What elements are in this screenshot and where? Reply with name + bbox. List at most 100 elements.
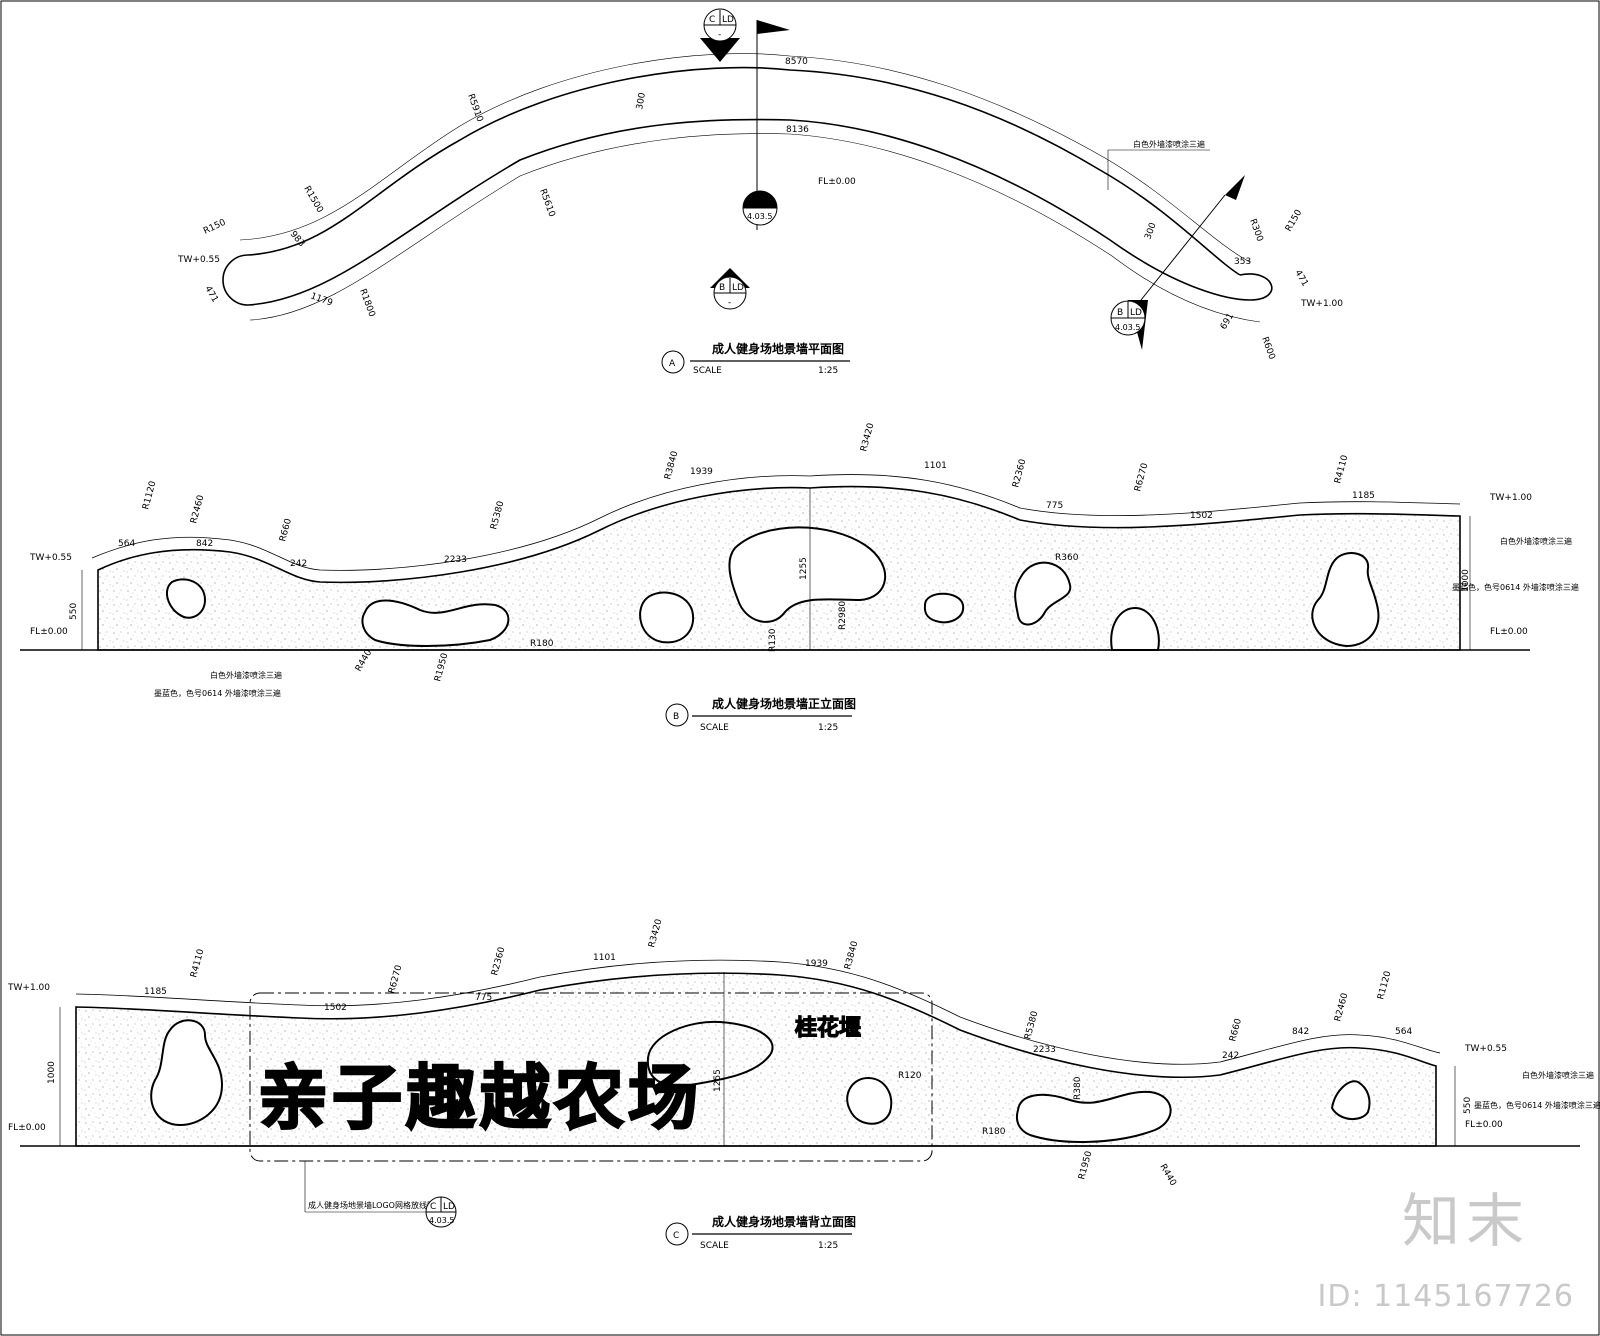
front-note-white: 白色外墙漆喷涂三遍: [1500, 536, 1572, 546]
front-level-tw100: TW+1.00: [1489, 493, 1532, 503]
front-scale-label: SCALE: [700, 723, 729, 733]
back-dim-1255: 1255: [713, 1069, 723, 1092]
plan-dim-353: 353: [1234, 257, 1251, 267]
plan-title: 成人健身场地景墙平面图: [712, 341, 844, 356]
plan-dim-r5910: R5910: [465, 93, 484, 124]
front-dim-r1120: R1120: [141, 480, 158, 511]
front-level-tw055: TW+0.55: [29, 553, 72, 563]
back-dim-r2460: R2460: [1333, 992, 1350, 1023]
back-dim-r660: R660: [1228, 1017, 1244, 1042]
front-dim-1255: 1255: [799, 557, 809, 580]
front-opening-3: [639, 591, 695, 644]
plan-level-tw055: TW+0.55: [177, 255, 220, 265]
back-logo-text: 亲子趣越农场: [258, 1057, 702, 1139]
back-dim-r1120: R1120: [1376, 970, 1393, 1001]
callout-b-sheet: LD: [732, 283, 744, 293]
front-dim-r2980: R2980: [838, 601, 848, 630]
back-logo-ref-letter: C: [430, 1202, 436, 1212]
plan-dim-471-left: 471: [202, 285, 219, 305]
front-opening-7: [1110, 606, 1160, 651]
callout-a-letter: A: [750, 198, 757, 208]
front-note-blue-right: 墨蓝色，色号0614 外墙漆喷涂三遍: [1452, 582, 1579, 592]
front-level-fl-right: FL±0.00: [1490, 627, 1528, 637]
back-scale: 1:25: [818, 1241, 838, 1251]
front-opening-6: [1014, 561, 1072, 626]
back-logo-ref: C LD 4.03.5: [425, 1196, 457, 1228]
front-note-white-left: 白色外墙漆喷涂三遍: [210, 670, 282, 680]
back-opening-1: [150, 1019, 224, 1127]
back-dim-1502: 1502: [324, 1003, 347, 1013]
callout-b-right: B LD 4.03.5: [1110, 300, 1148, 350]
front-note-blue-left: 墨蓝色，色号0614 外墙漆喷涂三遍: [154, 688, 281, 698]
back-opening-4: [1015, 1090, 1172, 1143]
front-dim-775: 775: [1046, 501, 1063, 511]
back-dim-564: 564: [1395, 1027, 1412, 1037]
plan-dim-8136: 8136: [786, 125, 809, 135]
front-dim-564: 564: [118, 539, 135, 549]
front-dim-r2360: R2360: [1011, 458, 1028, 489]
plan-dim-r1800: R1800: [357, 288, 376, 319]
back-logo-frame: [249, 992, 933, 1162]
front-level-fl-left: FL±0.00: [30, 627, 68, 637]
plan-title-marker-circle: [661, 350, 685, 374]
callout-c-top-letter: C: [709, 15, 715, 25]
plan-dim-300-top: 300: [635, 92, 648, 111]
front-height-1000: 1000: [1461, 569, 1471, 592]
front-dim-r5380: R5380: [489, 500, 506, 531]
plan-section-line-diagonal: [1124, 194, 1226, 321]
back-note-blue: 墨蓝色，色号0614 外墙漆喷涂三遍: [1474, 1100, 1600, 1110]
back-level-fl-left: FL±0.00: [8, 1123, 46, 1133]
front-dim-842: 842: [196, 539, 213, 549]
back-dim-1101: 1101: [593, 953, 616, 963]
front-elevation: 550 1000 TW+0.55 FL±0.00 TW+1.00 FL±0.00…: [20, 422, 1579, 733]
back-dim-r5380: R5380: [1023, 1010, 1040, 1041]
back-dim-1185: 1185: [144, 987, 167, 997]
back-title-marker: C: [673, 1231, 679, 1241]
plan-dim-1179: 1179: [309, 291, 334, 308]
plan-wall-inner-edge: [247, 118, 1251, 306]
front-dim-1502: 1502: [1190, 511, 1213, 521]
back-title: 成人健身场地景墙背立面图: [712, 1214, 856, 1229]
back-height-550: 550: [1463, 1097, 1473, 1114]
front-title-marker: B: [673, 712, 679, 722]
plan-note-white-paint: 白色外墙漆喷涂三遍: [1133, 139, 1205, 149]
front-scale: 1:25: [818, 723, 838, 733]
front-dim-r180: R180: [530, 639, 554, 649]
front-height-550: 550: [69, 603, 79, 620]
plan-dim-r5610: R5610: [537, 188, 556, 219]
plan-right-end-cap: [1239, 273, 1273, 301]
plan-dim-r1500: R1500: [301, 185, 324, 215]
plan-dim-471-right: 471: [1292, 269, 1309, 289]
plan-section-flag-top: [757, 20, 790, 34]
front-dim-r2460: R2460: [189, 494, 206, 525]
front-dim-r660: R660: [278, 517, 294, 542]
front-dim-1101: 1101: [924, 461, 947, 471]
front-dim-1185: 1185: [1352, 491, 1375, 501]
back-logo-ref-sub: 4.03.5: [429, 1216, 454, 1225]
front-opening-8: [1311, 552, 1380, 647]
watermark-id: ID: 1145167726: [1317, 1279, 1574, 1314]
plan-dim-r150-right: R150: [1284, 208, 1305, 234]
back-dim-r1950: R1950: [1077, 1150, 1094, 1181]
callout-b-sub: -: [728, 298, 731, 308]
callout-c-top-sheet: LD: [722, 15, 734, 25]
front-dim-2233: 2233: [444, 555, 467, 565]
back-scale-label: SCALE: [700, 1241, 729, 1251]
back-dim-r2360: R2360: [490, 946, 507, 977]
plan-dim-691: 691: [1219, 312, 1236, 332]
back-dim-242: 242: [1222, 1051, 1239, 1061]
callout-b2-sheet: LD: [1130, 308, 1142, 318]
callout-c-top-sub: -: [718, 30, 721, 40]
watermark-logo: 知末: [1401, 1187, 1530, 1255]
back-dim-r6270: R6270: [387, 964, 404, 995]
callout-c-top: C LD -: [700, 8, 740, 62]
callout-a-sub: 4.03.5: [747, 212, 772, 221]
front-dim-r130: R130: [768, 628, 778, 652]
front-opening-4: [728, 526, 886, 623]
callout-b-letter: B: [719, 283, 725, 293]
back-elevation: 亲子趣越农场 桂花堰 1000 550 TW+1.00 FL±0.00 TW+0…: [7, 918, 1600, 1251]
back-note-white: 白色外墙漆喷涂三遍: [1522, 1070, 1594, 1080]
front-dim-242: 242: [290, 559, 307, 569]
